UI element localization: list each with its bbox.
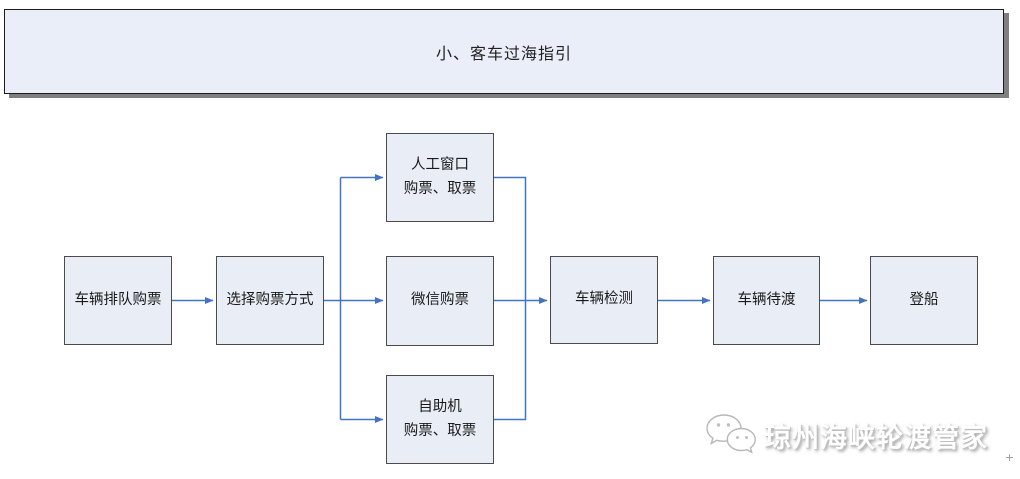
node-wechat-purchase: 微信购票 xyxy=(386,256,494,346)
merge-line-top xyxy=(494,176,527,300)
node-choose-method: 选择购票方式 xyxy=(216,256,324,345)
plus-mark: + xyxy=(1005,451,1015,464)
node-self-service: 自助机 购票、取票 xyxy=(386,375,494,464)
node-vehicle-inspection: 车辆检测 xyxy=(550,256,658,344)
node-vehicle-waiting: 车辆待渡 xyxy=(713,256,820,345)
node-queue-tickets: 车辆排队购票 xyxy=(64,256,172,345)
node-boarding: 登船 xyxy=(870,256,978,345)
merge-line-bottom xyxy=(494,301,527,421)
title-banner: 小、客车过海指引 xyxy=(4,9,1004,94)
node-manual-window: 人工窗口 购票、取票 xyxy=(386,133,494,222)
page-title: 小、客车过海指引 xyxy=(435,45,572,63)
